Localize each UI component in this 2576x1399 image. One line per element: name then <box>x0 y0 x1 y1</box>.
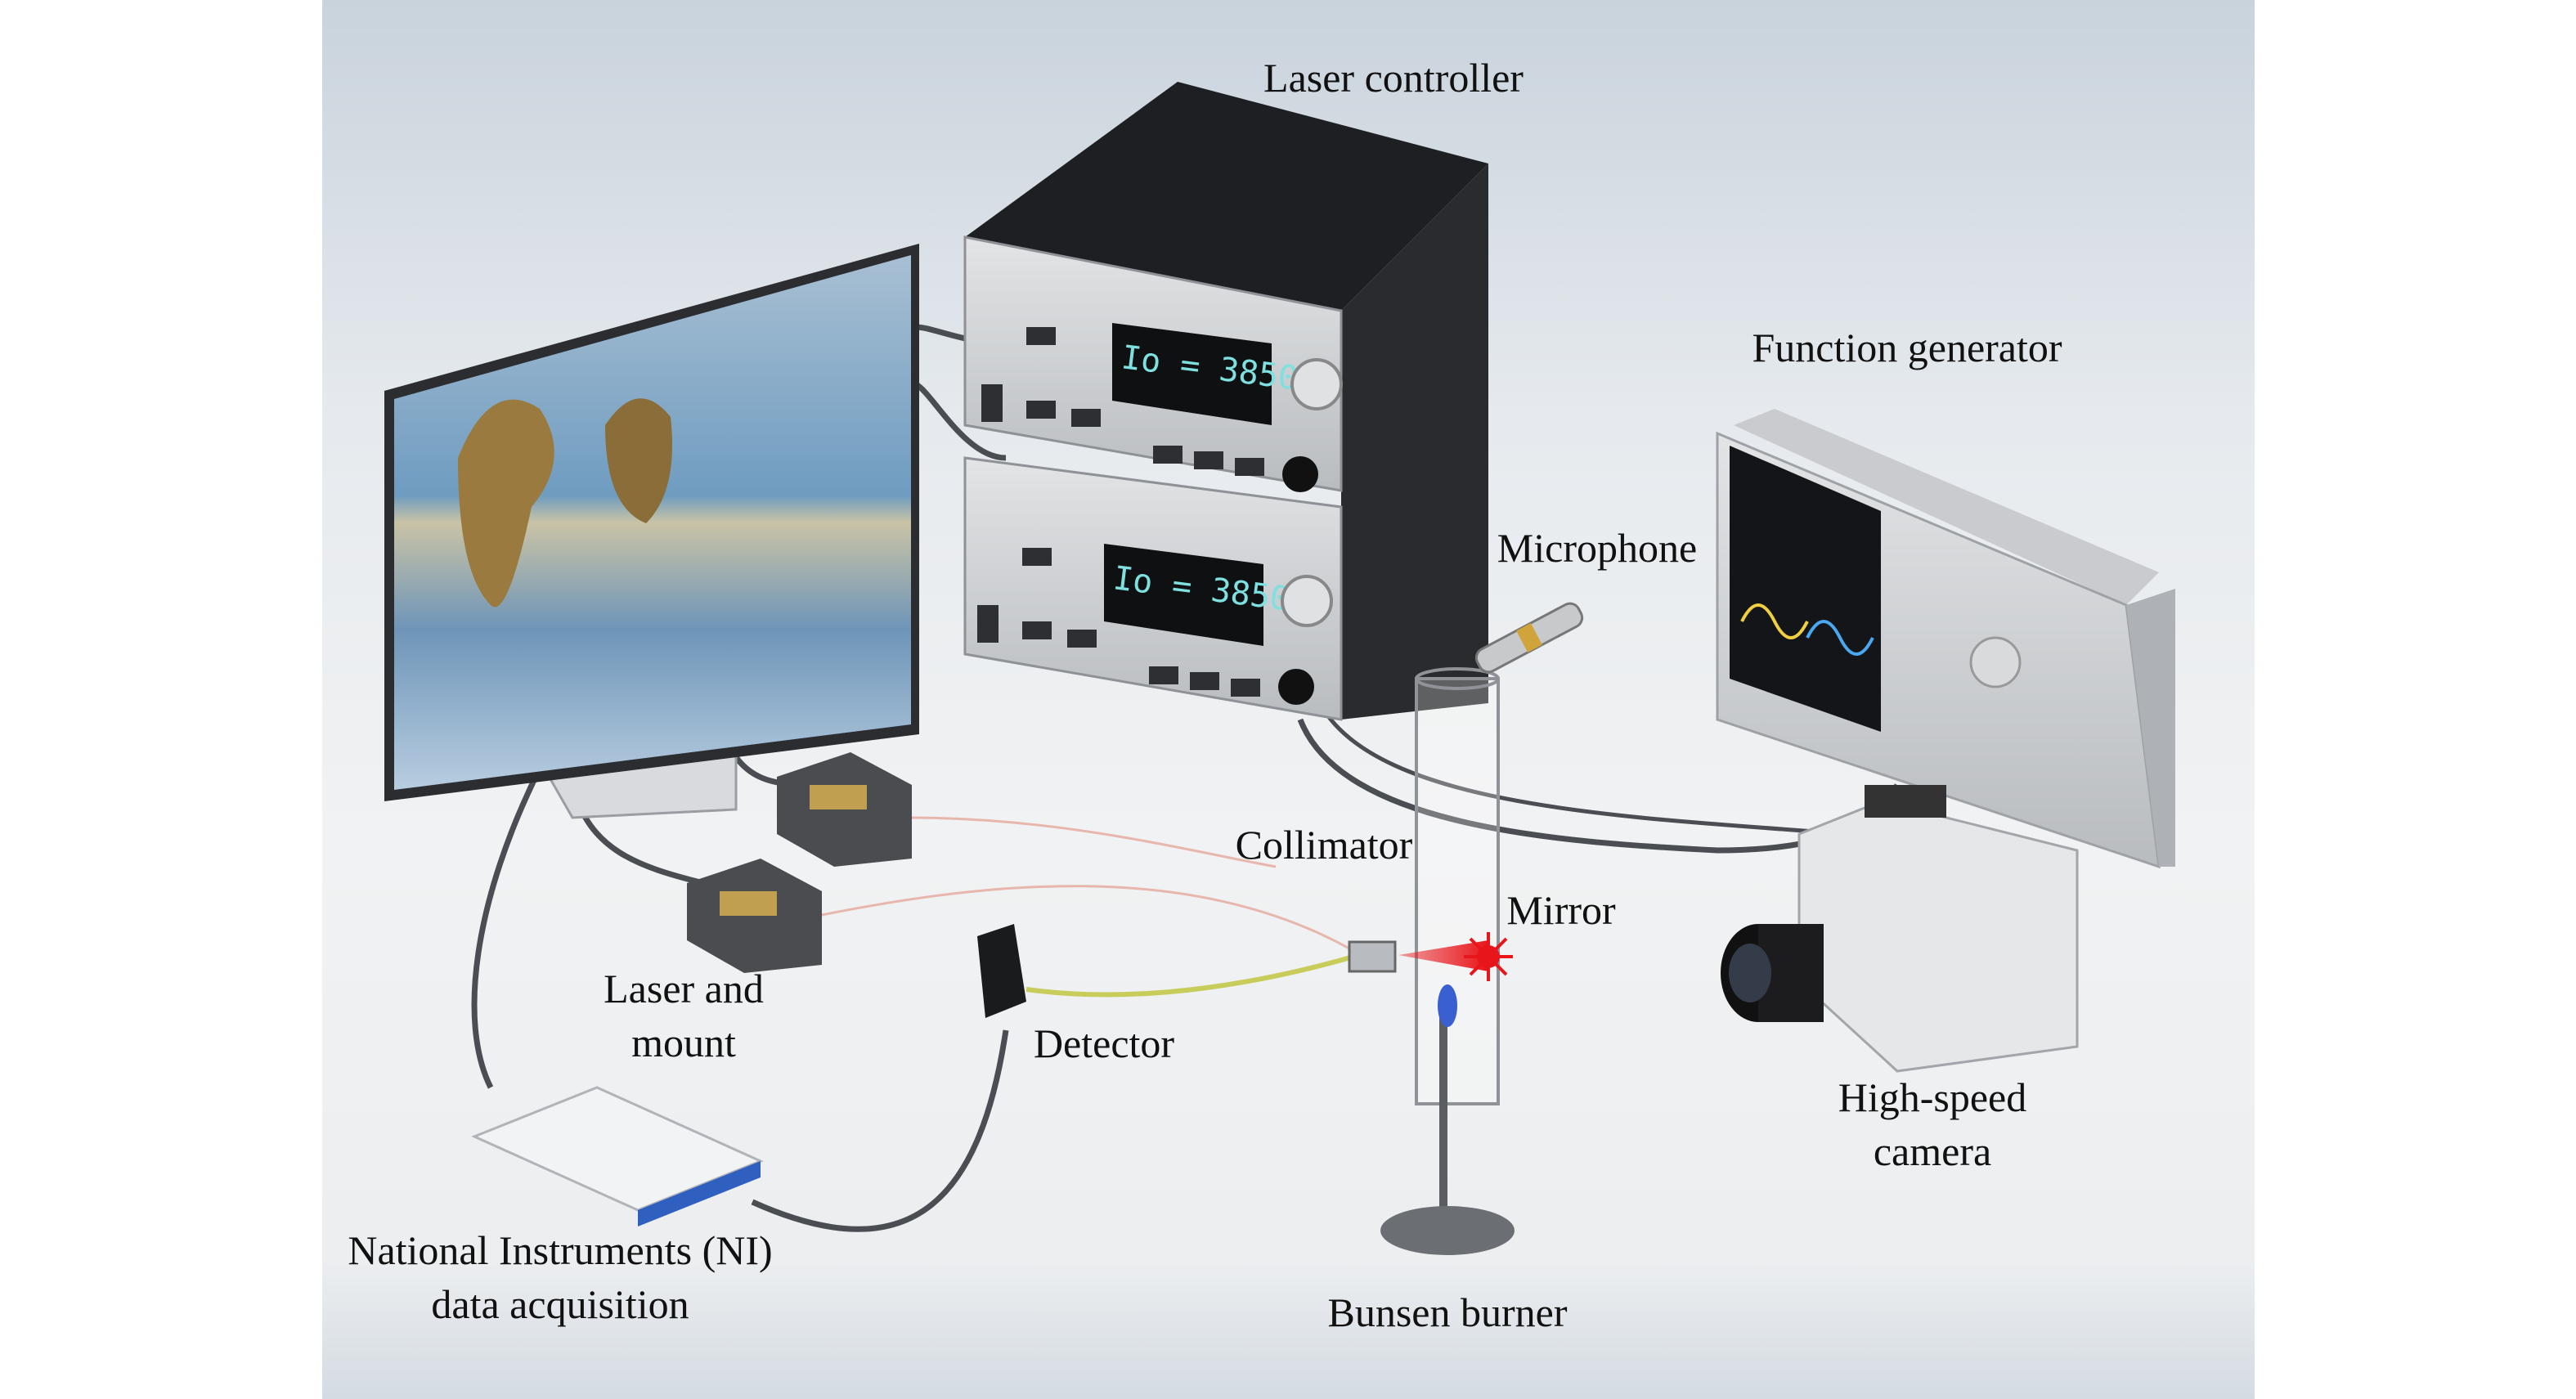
high-speed-camera <box>1721 785 2079 1073</box>
label-high-speed-camera: High-speed camera <box>1838 1070 2027 1178</box>
label-ni-daq: National Instruments (NI) data acquisiti… <box>348 1223 772 1331</box>
label-ni-line1: National Instruments (NI) <box>348 1227 773 1273</box>
label-microphone: Microphone <box>1497 525 1698 571</box>
collimator <box>1348 940 1397 973</box>
label-function-generator: Function generator <box>1752 325 2062 370</box>
monitor <box>384 244 919 819</box>
label-camera-line2: camera <box>1873 1128 1992 1174</box>
detector-fiber <box>1025 954 1354 998</box>
laser-mounts <box>687 752 912 973</box>
ni-daq <box>471 1086 764 1226</box>
label-laser-mount: Laser and mount <box>604 962 764 1069</box>
label-laser-controller: Laser controller <box>1263 55 1524 101</box>
label-collimator: Collimator <box>1235 822 1413 868</box>
microphone <box>1474 602 1584 674</box>
bunsen-burner <box>1380 667 1515 1255</box>
laser-controller: Io = 3850mA Io = 3850mA <box>963 82 1488 721</box>
mirror <box>1464 932 1513 981</box>
label-camera-line1: High-speed <box>1838 1074 2027 1120</box>
laser-beam <box>1398 940 1488 971</box>
fiber-cable <box>907 816 1277 868</box>
function-generator <box>1716 409 2175 869</box>
label-laser-mount-line2: mount <box>631 1020 736 1065</box>
label-mirror: Mirror <box>1506 887 1616 933</box>
label-bunsen-burner: Bunsen burner <box>1327 1289 1568 1335</box>
detector <box>977 924 1026 1018</box>
label-ni-line2: data acquisition <box>431 1281 689 1327</box>
fiber-cable <box>817 885 1350 950</box>
label-detector: Detector <box>1033 1020 1175 1066</box>
label-laser-mount-line1: Laser and <box>604 966 764 1011</box>
